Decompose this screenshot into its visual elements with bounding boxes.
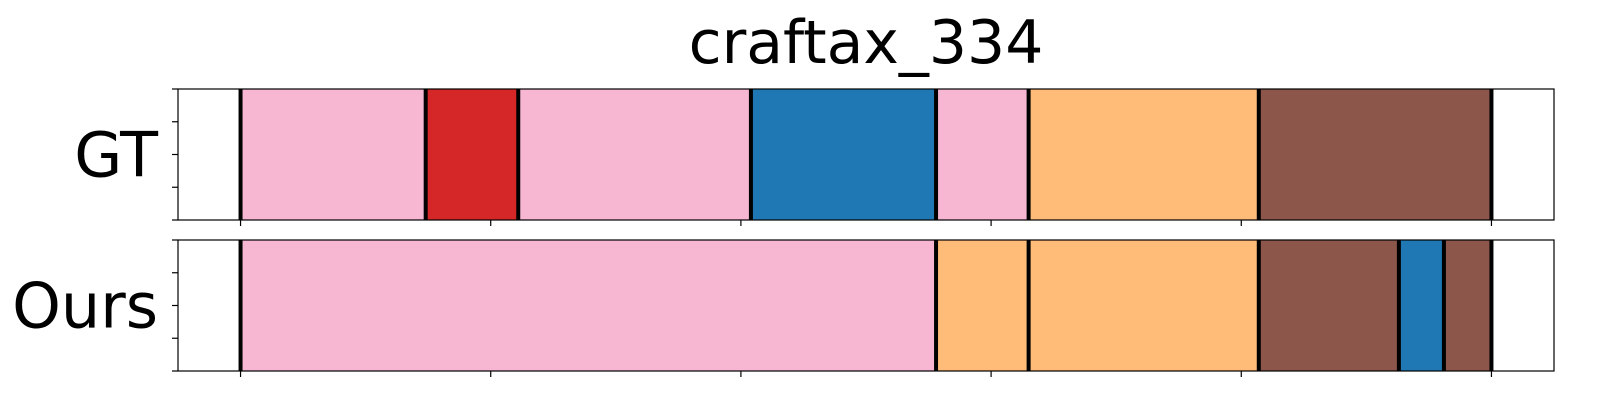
segment-ours-3 xyxy=(1258,240,1399,371)
segment-gt-6 xyxy=(1258,89,1492,220)
segment-gt-5 xyxy=(1028,89,1259,220)
segment-ours-2 xyxy=(1028,240,1259,371)
segment-gt-1 xyxy=(425,89,519,220)
segment-ours-5 xyxy=(1443,240,1492,371)
segment-gt-3 xyxy=(750,89,937,220)
row-label-ours: Ours xyxy=(12,270,158,343)
chart-title: craftax_334 xyxy=(689,8,1044,78)
segment-ours-4 xyxy=(1398,240,1444,371)
row-label-gt: GT xyxy=(74,119,159,192)
panels: GT Ours xyxy=(12,88,1555,377)
segment-gt-2 xyxy=(518,89,751,220)
segment-gt-0 xyxy=(240,89,426,220)
segment-ours-1 xyxy=(936,240,1029,371)
segment-ours-0 xyxy=(240,240,937,371)
segment-gt-4 xyxy=(936,89,1029,220)
